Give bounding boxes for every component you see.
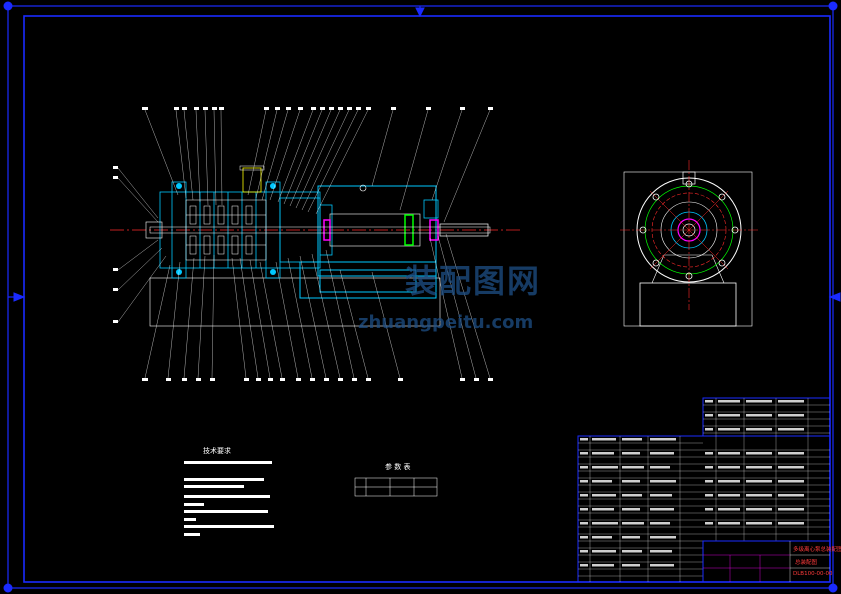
technical-notes (184, 461, 274, 536)
title-block-name: 多级离心泵总装配图 (793, 547, 841, 553)
title-block-subname: 总装配图 (795, 560, 818, 566)
parts-list (577, 397, 831, 583)
parameter-table-title: 参 数 表 (385, 463, 411, 471)
watermark-site-name: 装配图网 (405, 262, 542, 300)
notes-title: 技术要求 (203, 447, 231, 455)
pump-end-view (620, 160, 760, 327)
drawing-frame (3, 1, 841, 593)
pump-section-view (110, 107, 520, 381)
title-block-drawing-number: DLB100-00-00 (793, 571, 833, 577)
parameter-table (354, 477, 438, 497)
watermark-url: zhuangpeitu.com (358, 312, 534, 333)
